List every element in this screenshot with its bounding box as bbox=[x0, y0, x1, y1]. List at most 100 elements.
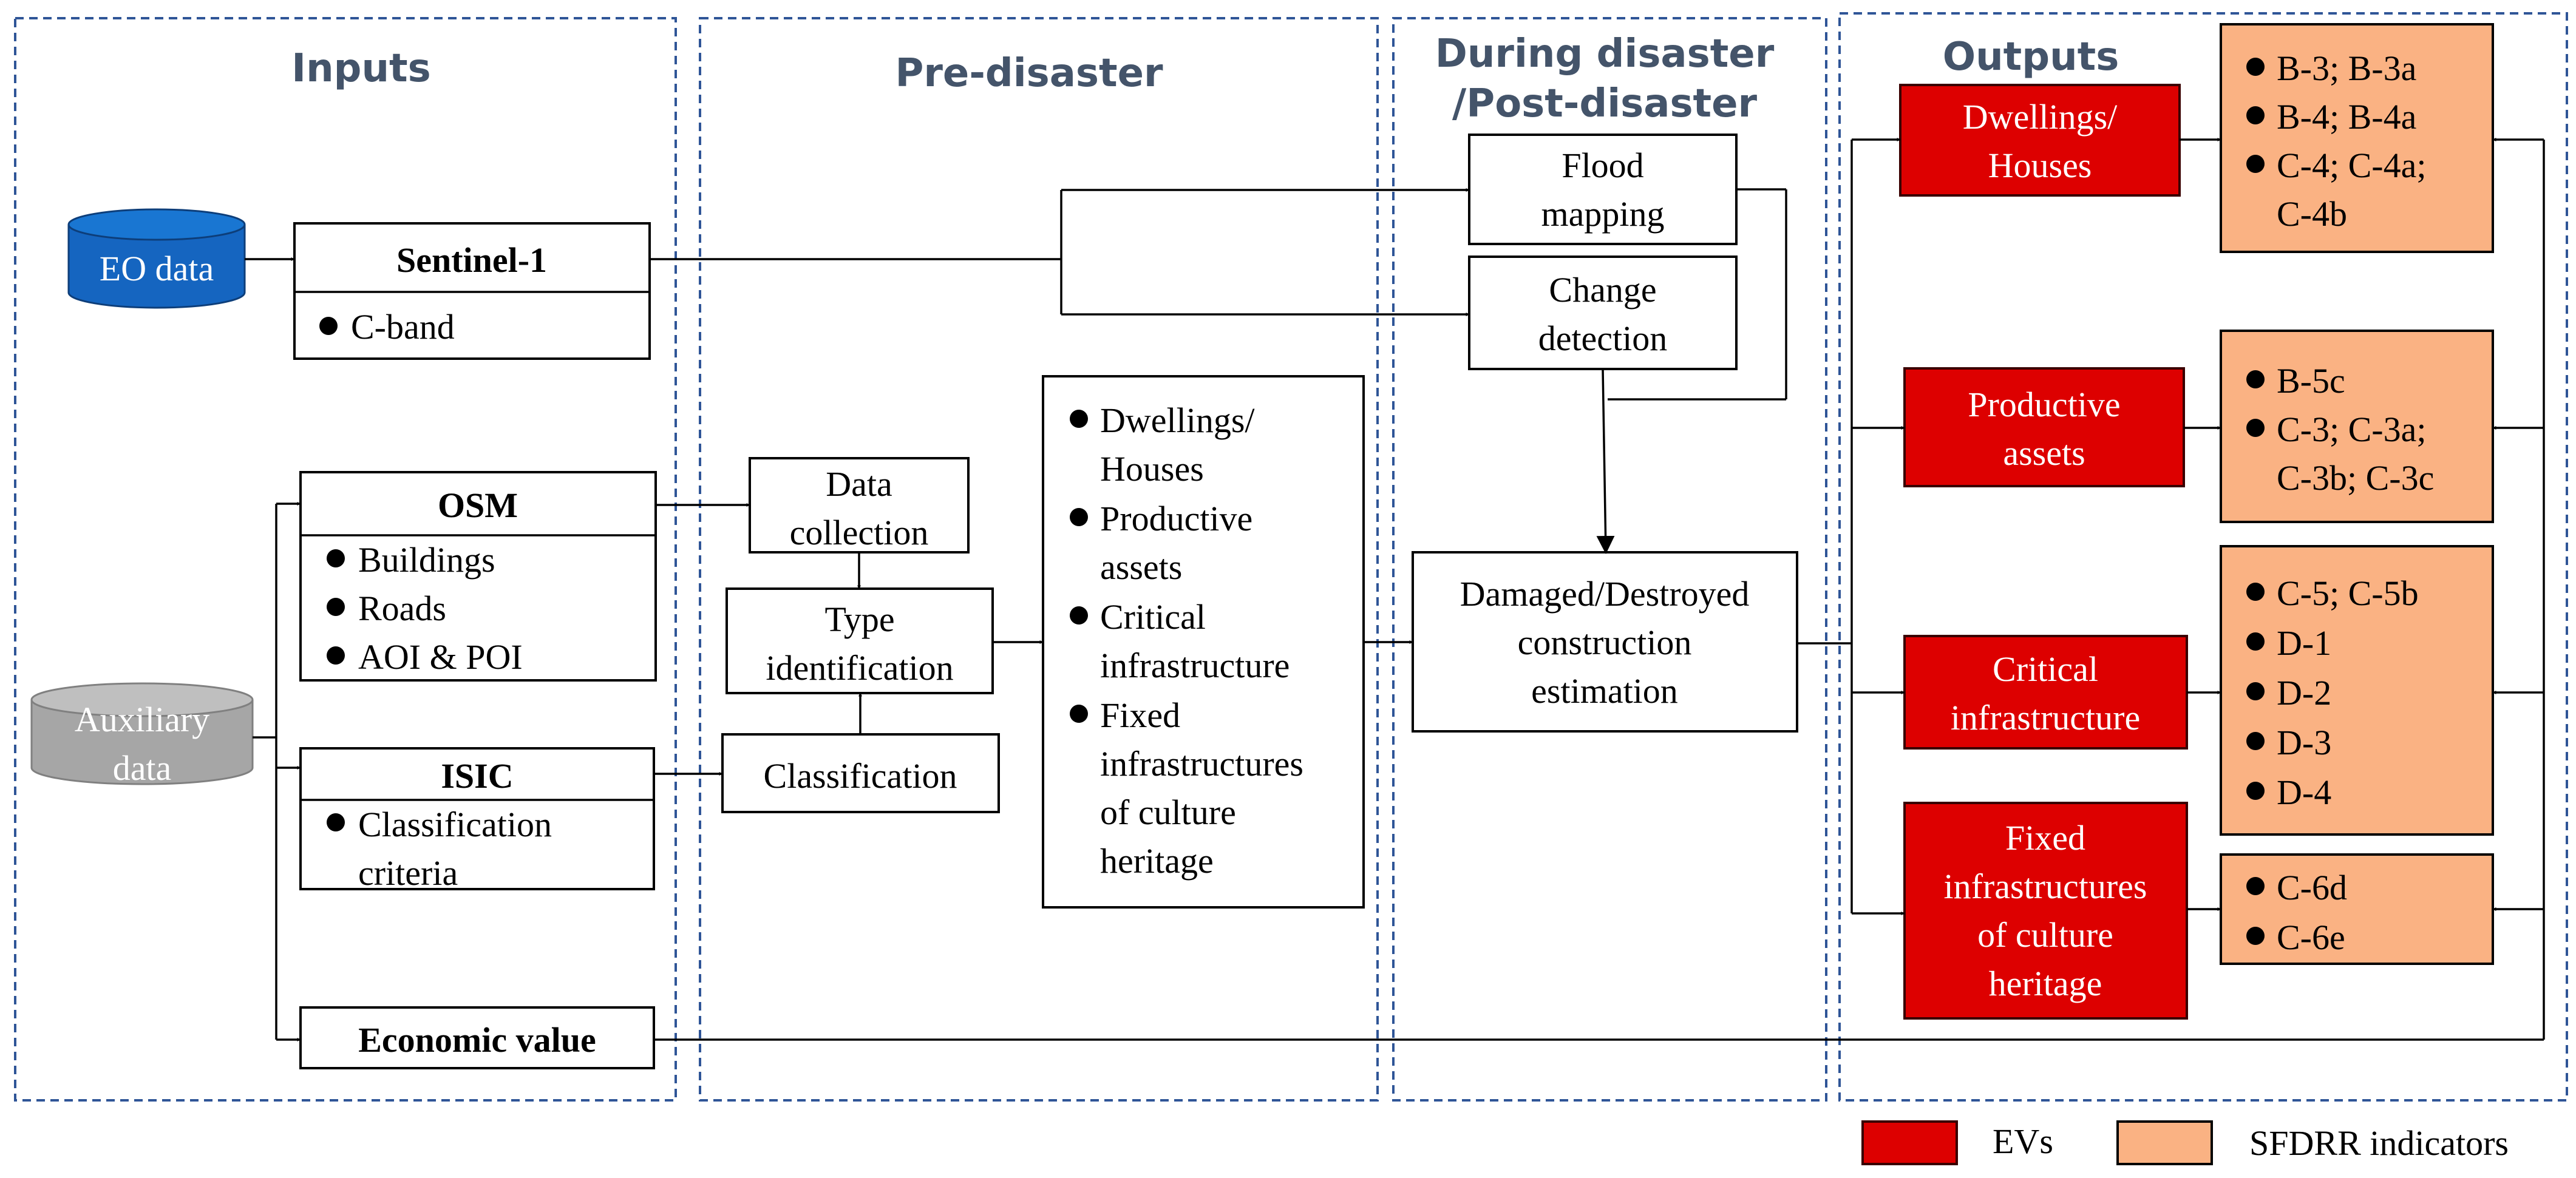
bullet-icon bbox=[327, 549, 345, 567]
type-identification-label-line2: identification bbox=[766, 648, 953, 688]
indicator-line: C-3b; C-3c bbox=[2277, 458, 2434, 498]
economic-value-label: Economic value bbox=[358, 1020, 596, 1060]
pre-disaster-section bbox=[699, 17, 1379, 1102]
type-identification-box bbox=[726, 587, 994, 694]
damaged-label-line2: construction bbox=[1518, 623, 1692, 662]
category-line: heritage bbox=[1100, 841, 1214, 881]
indicator-line: B-3; B-3a bbox=[2277, 49, 2416, 88]
outputs-title: Outputs bbox=[1943, 35, 2119, 80]
during-disaster-title: During disaster bbox=[1435, 32, 1775, 76]
indicator-line: D-4 bbox=[2277, 773, 2331, 812]
bullet-icon bbox=[2246, 58, 2265, 76]
indicator-line: C-6d bbox=[2277, 868, 2347, 907]
ev-fixed-line1: Fixed bbox=[2005, 818, 2085, 858]
bullet-icon bbox=[2246, 732, 2265, 750]
sfdrr-indicators-box-1: B-3; B-3a B-4; B-4a C-4; C-4a; C-4b bbox=[2220, 23, 2494, 253]
ev-critical-line2: infrastructure bbox=[1951, 698, 2140, 737]
bullet-icon bbox=[2246, 106, 2265, 124]
change-detection-label-line1: Change bbox=[1549, 270, 1656, 310]
legend-sfdrr-swatch bbox=[2116, 1120, 2213, 1165]
osm-item: Buildings bbox=[358, 540, 495, 580]
indicator-line: D-2 bbox=[2277, 673, 2331, 713]
pre-disaster-title: Pre-disaster bbox=[895, 51, 1163, 96]
ev-critical-line1: Critical bbox=[1993, 649, 2098, 689]
auxiliary-data-label-line2: data bbox=[113, 748, 172, 788]
indicator-line: C-3; C-3a; bbox=[2277, 410, 2426, 449]
bullet-icon bbox=[2246, 583, 2265, 601]
change-detection-label-line2: detection bbox=[1538, 319, 1668, 358]
bullet-icon bbox=[1070, 508, 1088, 526]
category-line: Productive bbox=[1100, 499, 1252, 538]
isic-title: ISIC bbox=[441, 756, 513, 796]
category-line: infrastructure bbox=[1100, 646, 1290, 685]
flood-mapping-label-line1: Flood bbox=[1562, 146, 1643, 185]
category-line: Houses bbox=[1100, 449, 1204, 489]
category-line: Critical bbox=[1100, 597, 1206, 637]
osm-item: Roads bbox=[358, 589, 446, 628]
bullet-icon bbox=[1070, 705, 1088, 723]
category-line: Fixed bbox=[1100, 696, 1180, 735]
auxiliary-data-cylinder: Auxiliary data bbox=[30, 682, 254, 788]
category-line: infrastructures bbox=[1100, 744, 1303, 784]
bullet-icon bbox=[327, 598, 345, 616]
bullet-icon bbox=[2246, 682, 2265, 700]
indicator-line: B-5c bbox=[2277, 361, 2345, 401]
sentinel-item: C-band bbox=[351, 307, 455, 347]
isic-item-line1: Classification bbox=[358, 805, 552, 844]
type-identification-label-line1: Type bbox=[824, 600, 894, 639]
ev-dwellings-line2: Houses bbox=[1988, 146, 2092, 185]
ev-fixed-line2: infrastructures bbox=[1944, 867, 2147, 906]
ev-critical-infrastructure-box bbox=[1903, 635, 2188, 750]
inputs-section bbox=[14, 17, 677, 1102]
bullet-icon bbox=[1070, 606, 1088, 625]
bullet-icon bbox=[327, 646, 345, 665]
flood-mapping-label-line2: mapping bbox=[1541, 194, 1665, 234]
damaged-label-line1: Damaged/Destroyed bbox=[1460, 574, 1750, 614]
osm-title: OSM bbox=[438, 486, 518, 525]
sentinel-1-box: Sentinel-1 C-band bbox=[293, 222, 651, 360]
bullet-icon bbox=[1070, 410, 1088, 428]
category-line: of culture bbox=[1100, 793, 1236, 832]
bullet-icon bbox=[2246, 419, 2265, 437]
indicator-line: D-1 bbox=[2277, 623, 2331, 663]
post-disaster-title: /Post-disaster bbox=[1452, 81, 1758, 126]
bullet-icon bbox=[2246, 370, 2265, 388]
isic-item-line2: criteria bbox=[358, 853, 458, 893]
indicator-line: D-3 bbox=[2277, 723, 2331, 762]
sfdrr-indicators-box-2: B-5c C-3; C-3a; C-3b; C-3c bbox=[2220, 330, 2494, 523]
category-line: assets bbox=[1100, 547, 1182, 587]
indicator-line: C-6e bbox=[2277, 918, 2345, 957]
ev-dwellings-line1: Dwellings/ bbox=[1963, 97, 2118, 137]
bullet-icon bbox=[2246, 632, 2265, 651]
osm-box: OSM Buildings Roads AOI & POI bbox=[299, 471, 657, 682]
isic-box: ISIC Classification criteria bbox=[299, 747, 655, 893]
ev-fixed-infrastructures-box bbox=[1903, 802, 2188, 1020]
eo-data-label: EO data bbox=[100, 249, 214, 288]
damaged-label-line3: estimation bbox=[1531, 671, 1678, 711]
flood-mapping-box bbox=[1468, 134, 1738, 245]
category-line: Dwellings/ bbox=[1100, 401, 1255, 440]
bullet-icon bbox=[327, 813, 345, 831]
bullet-icon bbox=[319, 317, 338, 335]
ev-dwellings-box bbox=[1899, 84, 2181, 197]
ev-productive-line2: assets bbox=[2003, 433, 2085, 473]
auxiliary-data-label-line1: Auxiliary bbox=[75, 700, 209, 739]
ev-fixed-line4: heritage bbox=[1989, 964, 2102, 1003]
legend-evs-swatch bbox=[1861, 1120, 1958, 1165]
bullet-icon bbox=[2246, 155, 2265, 173]
data-collection-label-line1: Data bbox=[826, 464, 892, 504]
legend-evs-label: EVs bbox=[1993, 1122, 2053, 1161]
indicator-line: C-5; C-5b bbox=[2277, 574, 2419, 613]
classification-label: Classification bbox=[764, 756, 957, 796]
eo-data-cylinder: EO data bbox=[67, 208, 246, 309]
indicator-line: C-4b bbox=[2277, 194, 2347, 234]
connectors bbox=[245, 138, 2545, 1041]
data-collection-label-line2: collection bbox=[790, 513, 929, 552]
legend-sfdrr-label: SFDRR indicators bbox=[2249, 1123, 2509, 1163]
bullet-icon bbox=[2246, 927, 2265, 945]
sfdrr-indicators-box-4: C-6d C-6e bbox=[2220, 853, 2494, 965]
sfdrr-indicators-box-3: C-5; C-5b D-1 D-2 D-3 D-4 bbox=[2220, 545, 2494, 836]
indicator-line: B-4; B-4a bbox=[2277, 97, 2416, 137]
change-detection-box bbox=[1468, 256, 1738, 370]
